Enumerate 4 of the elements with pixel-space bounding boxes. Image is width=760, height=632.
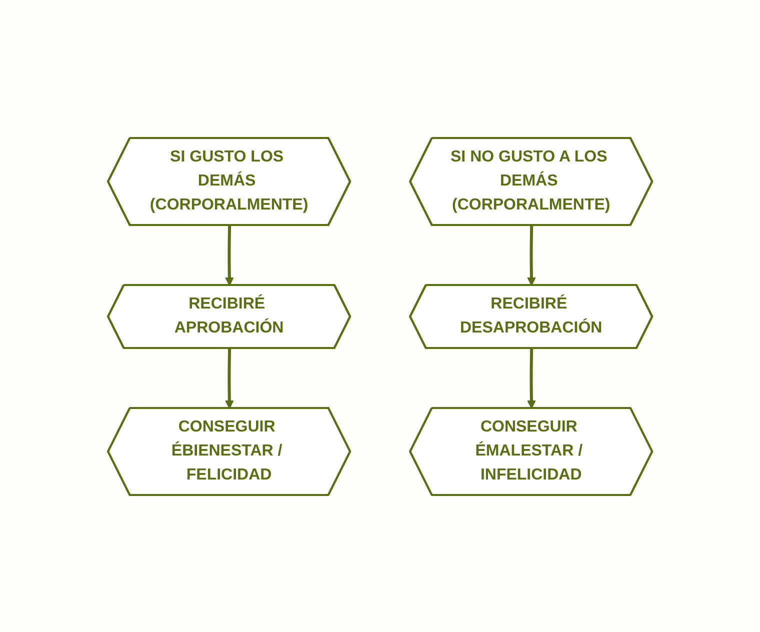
arrow (527, 224, 536, 286)
arrow (224, 348, 234, 408)
arrow (224, 224, 234, 286)
arrow (527, 348, 536, 408)
